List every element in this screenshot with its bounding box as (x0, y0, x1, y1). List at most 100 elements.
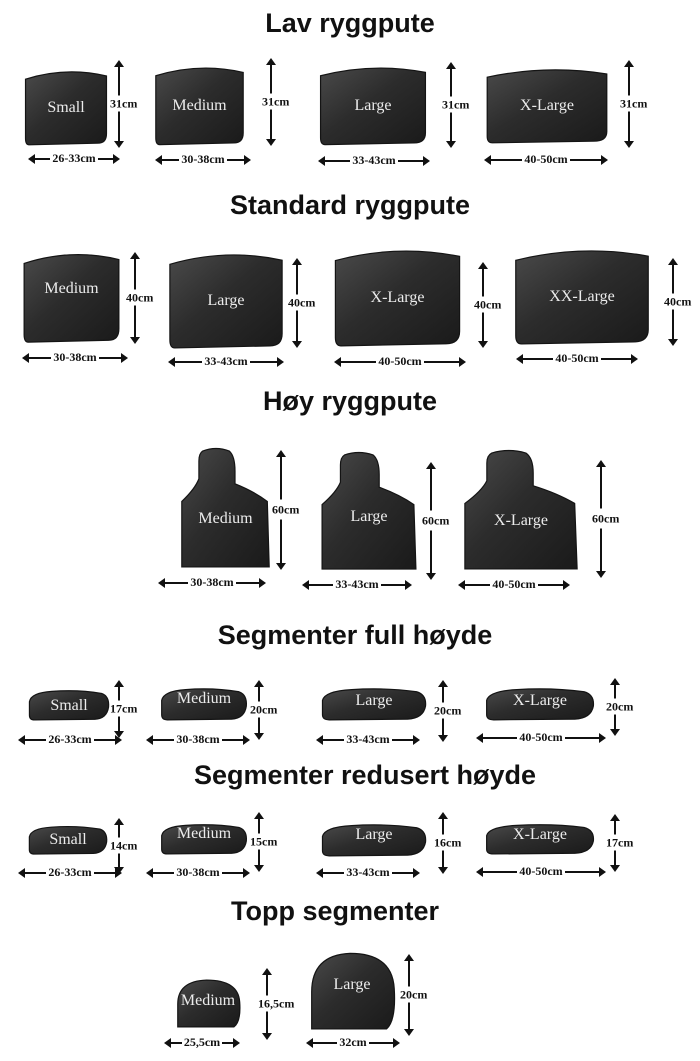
cushion-shape (460, 448, 582, 574)
cushion-shape (158, 822, 250, 856)
height-value: 60cm (592, 508, 620, 529)
height-value: 14cm (110, 837, 138, 854)
width-measure: 26-33cm (28, 151, 120, 166)
segment-reduced-medium: Medium (158, 822, 250, 856)
width-measure: 26-33cm (18, 732, 122, 747)
segment-reduced-large: Large (318, 822, 430, 858)
cushion-outline (335, 251, 459, 346)
width-value: 40-50cm (376, 354, 424, 368)
cushion-outline (24, 255, 119, 342)
height-value: 60cm (422, 510, 450, 531)
width-measure: 32cm (306, 1035, 400, 1050)
cushion-shape (510, 246, 654, 348)
segment-full-small: Small (26, 688, 112, 722)
width-measure: 30-38cm (146, 732, 250, 747)
height-value: 16cm (434, 834, 462, 851)
height-measure: 16,5cm (258, 968, 302, 1040)
height-measure: 40cm (664, 258, 700, 346)
width-measure: 40-50cm (476, 864, 606, 879)
cushion-standard-medium: Medium (20, 250, 123, 346)
width-value: 26-33cm (46, 865, 94, 879)
width-measure: 25,5cm (164, 1035, 240, 1050)
cushion-outline (170, 255, 282, 348)
height-measure: 31cm (442, 62, 486, 148)
height-value: 40cm (474, 296, 502, 313)
section-title-topp-segmenter: Topp segmenter (230, 896, 440, 926)
height-value: 15cm (250, 833, 278, 850)
width-value: 40-50cm (553, 351, 601, 365)
cushion-shape (318, 450, 420, 574)
cushion-shape (318, 686, 430, 722)
width-measure: 33-43cm (318, 153, 430, 168)
width-value: 33-43cm (350, 153, 398, 167)
height-value: 31cm (110, 95, 138, 112)
width-measure: 26-33cm (18, 865, 122, 880)
width-value: 33-43cm (333, 577, 381, 591)
height-measure: 17cm (606, 814, 650, 872)
cushion-shape (172, 978, 244, 1030)
cushion-low-large: Large (316, 64, 430, 148)
cushion-shape (26, 688, 112, 722)
height-value: 20cm (606, 698, 634, 715)
cushion-low-x-large: X-Large (482, 66, 612, 146)
section-title-segmenter-redusert-hoyde: Segmenter redusert høyde (193, 760, 537, 790)
height-measure: 15cm (250, 812, 294, 872)
height-measure: 60cm (272, 450, 316, 570)
width-value: 26-33cm (50, 151, 98, 165)
cushion-outline (465, 451, 577, 569)
cushion-outline (162, 689, 247, 720)
cushion-outline (26, 72, 107, 145)
cushion-shape (318, 822, 430, 858)
width-value: 26-33cm (46, 732, 94, 746)
cushion-outline (487, 689, 594, 720)
top-segment-medium: Medium (172, 978, 244, 1030)
cushion-high-x-large: X-Large (460, 448, 582, 574)
cushion-shape (482, 686, 598, 722)
height-measure: 20cm (250, 680, 294, 740)
height-measure: 40cm (288, 258, 332, 348)
height-value: 40cm (126, 289, 154, 306)
width-measure: 30-38cm (146, 865, 250, 880)
width-value: 33-43cm (344, 732, 392, 746)
cushion-outline (29, 691, 108, 720)
cushion-low-medium: Medium (152, 64, 247, 148)
width-measure: 30-38cm (22, 350, 128, 365)
cushion-shape (20, 250, 123, 346)
height-measure: 31cm (262, 58, 306, 146)
height-measure: 40cm (474, 262, 518, 348)
cushion-outline (516, 251, 648, 344)
height-value: 20cm (250, 701, 278, 718)
height-value: 40cm (288, 294, 316, 311)
height-measure: 17cm (110, 680, 154, 738)
cushion-shape (482, 822, 598, 856)
segment-full-medium: Medium (158, 686, 250, 722)
width-measure: 33-43cm (302, 577, 412, 592)
cushion-outline (178, 980, 240, 1027)
segment-full-large: Large (318, 686, 430, 722)
cushion-shape (26, 824, 110, 856)
height-measure: 14cm (110, 818, 154, 874)
width-value: 30-38cm (174, 732, 222, 746)
cushion-outline (487, 825, 594, 854)
width-measure: 33-43cm (168, 354, 284, 369)
height-measure: 31cm (110, 60, 154, 148)
cushion-outline (29, 827, 106, 855)
width-measure: 40-50cm (334, 354, 466, 369)
width-value: 30-38cm (51, 350, 99, 364)
cushion-shape (165, 250, 287, 352)
width-value: 40-50cm (522, 152, 570, 166)
cushion-high-large: Large (318, 450, 420, 574)
width-measure: 40-50cm (484, 152, 608, 167)
height-value: 40cm (664, 293, 692, 310)
section-title-segmenter-full-hoyde: Segmenter full høyde (217, 620, 493, 650)
cushion-shape (22, 68, 110, 148)
width-value: 30-38cm (174, 865, 222, 879)
width-measure: 30-38cm (158, 575, 266, 590)
width-measure: 30-38cm (155, 152, 251, 167)
cushion-outline (322, 689, 425, 720)
height-measure: 31cm (620, 60, 664, 148)
height-measure: 60cm (422, 462, 466, 580)
cushion-outline (156, 68, 243, 145)
cushion-shape (158, 686, 250, 722)
cushion-high-medium: Medium (178, 446, 273, 572)
